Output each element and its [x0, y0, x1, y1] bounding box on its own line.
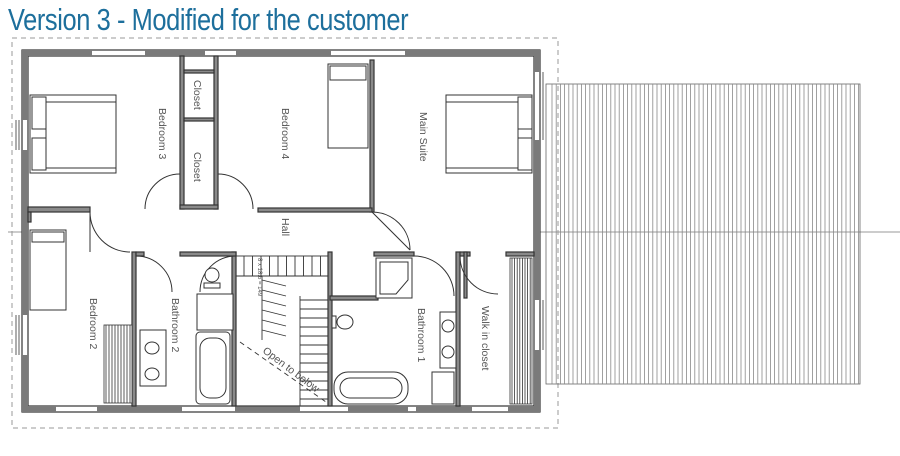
- staircase: [235, 255, 329, 407]
- wardrobe-bedroom2: [103, 324, 133, 404]
- label-bedroom3: Bedroom 3: [156, 108, 168, 160]
- plan-title: Version 3 - Modified for the customer: [8, 2, 409, 37]
- label-closet-bottom: Closet: [191, 152, 203, 182]
- bathroom1-fixtures: [331, 257, 457, 405]
- label-bedroom2: Bedroom 2: [87, 298, 99, 350]
- label-main-suite: Main Suite: [417, 112, 429, 162]
- label-bedroom4: Bedroom 4: [279, 108, 291, 160]
- bed-main-suite: [445, 94, 533, 174]
- bed-bedroom4: [327, 63, 369, 149]
- windows: [15, 72, 544, 355]
- outline-dashed: [11, 37, 559, 429]
- label-hall: Hall: [279, 218, 291, 236]
- door-swings: [89, 173, 499, 297]
- label-stair-note: 8 x 18.6 = 149: [256, 258, 262, 297]
- bed-bedroom3: [29, 94, 117, 174]
- wall-segments: [22, 50, 540, 412]
- roof-hatching: [545, 83, 861, 385]
- interior-walls: [27, 55, 535, 407]
- bed-bedroom2: [29, 229, 67, 311]
- label-closet-top: Closet: [191, 80, 203, 110]
- label-bathroom1: Bathroom 1: [415, 308, 427, 362]
- wardrobe-walk-in: [509, 257, 533, 405]
- label-walk-in-closet: Walk in closet: [479, 306, 491, 370]
- bathroom2-fixtures: [139, 267, 234, 405]
- label-bathroom2: Bathroom 2: [169, 298, 181, 352]
